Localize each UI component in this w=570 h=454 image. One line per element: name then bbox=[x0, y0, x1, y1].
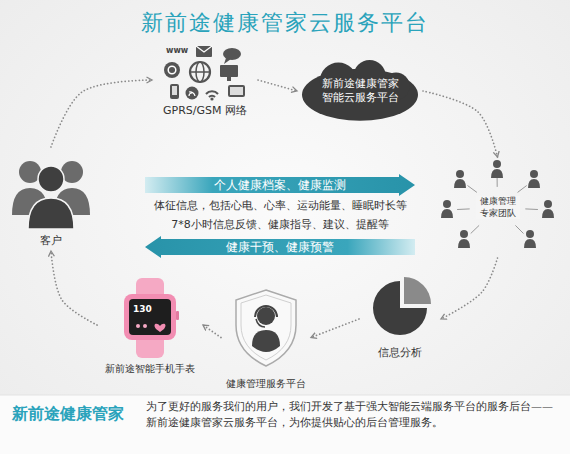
flow-connector bbox=[258, 80, 297, 91]
watch-device bbox=[143, 324, 147, 328]
flow-note: 7*8小时信息反馈、健康指导、建议、提醒等 bbox=[145, 218, 415, 232]
network-icons bbox=[190, 71, 210, 73]
network-icons bbox=[186, 87, 199, 100]
expert-figures bbox=[441, 160, 554, 248]
watch-device bbox=[155, 324, 166, 332]
expert-figures bbox=[454, 179, 466, 188]
flow-connector bbox=[441, 258, 498, 319]
flow-connector bbox=[203, 325, 221, 338]
expert-figures bbox=[458, 239, 470, 248]
node-label: 个人健康档案、健康监测 bbox=[214, 178, 346, 193]
node-label: 健康管理服务平台 bbox=[226, 378, 306, 391]
network-icons bbox=[190, 62, 210, 82]
watch-device bbox=[124, 278, 179, 358]
expert-network bbox=[515, 225, 523, 233]
cloud-shape bbox=[302, 60, 418, 121]
pie-chart bbox=[373, 277, 431, 335]
pie-chart bbox=[404, 277, 431, 304]
network-icons bbox=[210, 97, 213, 100]
node-label: GPRS/GSM 网络 bbox=[163, 104, 247, 118]
expert-figures bbox=[443, 200, 451, 208]
shield-icon bbox=[256, 319, 265, 327]
network-icons bbox=[228, 85, 245, 97]
network-icons bbox=[196, 46, 212, 57]
network-icons bbox=[223, 48, 241, 60]
flow-connector bbox=[51, 80, 152, 147]
expert-figures bbox=[544, 200, 552, 208]
network-icons bbox=[224, 58, 231, 64]
customer-figure bbox=[38, 166, 64, 192]
expert-figures bbox=[493, 160, 501, 168]
cloud-node: 新前途健康管家 智能云服务平台 bbox=[300, 60, 420, 122]
shield-icon bbox=[241, 295, 291, 360]
watch-device bbox=[176, 311, 179, 320]
network-icons bbox=[230, 87, 243, 95]
flow-connector bbox=[51, 251, 97, 325]
watch-device bbox=[129, 299, 171, 335]
expert-figures bbox=[441, 209, 453, 218]
expert-figures bbox=[530, 170, 538, 178]
expert-figures bbox=[524, 239, 536, 248]
expert-network bbox=[497, 178, 498, 187]
network-icons bbox=[168, 66, 176, 74]
expert-network bbox=[471, 225, 479, 233]
flow-band: 个人健康档案、健康监测 bbox=[145, 174, 415, 196]
footer-rule bbox=[0, 395, 570, 396]
customer-figure bbox=[28, 198, 74, 229]
icon-text: www bbox=[166, 46, 188, 56]
network-icons bbox=[227, 77, 231, 81]
arrow-band bbox=[145, 174, 415, 196]
expert-network bbox=[518, 186, 527, 193]
node-label: 信息分析 bbox=[378, 346, 422, 360]
diagram-title: 新前途健康管家云服务平台 bbox=[0, 8, 570, 38]
network-icons bbox=[196, 46, 212, 52]
shield-icon bbox=[257, 307, 275, 325]
shield-icon bbox=[236, 290, 296, 366]
expert-figures bbox=[460, 230, 468, 238]
expert-figures bbox=[491, 169, 503, 178]
expert-network bbox=[525, 208, 538, 210]
flow-connector bbox=[423, 91, 498, 157]
shield-icon bbox=[252, 330, 280, 352]
expert-network bbox=[468, 186, 477, 193]
watch-node: 新前途智能手机手表 bbox=[100, 275, 200, 375]
node-label: 健康干预、健康预警 bbox=[226, 240, 334, 255]
node-label: 健康管理 专家团队 bbox=[476, 196, 520, 219]
network-icons bbox=[172, 86, 177, 95]
expert-node: 健康管理 专家团队 bbox=[435, 160, 560, 255]
expert-figures bbox=[456, 170, 464, 178]
expert-figures bbox=[528, 179, 540, 188]
network-icons bbox=[206, 91, 218, 97]
footer-heading: 新前途健康管家 bbox=[12, 404, 124, 424]
expert-figures bbox=[526, 230, 534, 238]
network-icons bbox=[189, 92, 195, 96]
expert-network bbox=[457, 178, 538, 234]
customer-figure bbox=[12, 161, 90, 229]
network-icons bbox=[220, 65, 238, 77]
footer-panel bbox=[0, 395, 570, 454]
node-label: 新前途智能手机手表 bbox=[105, 363, 195, 376]
platform-node: 健康管理服务平台 bbox=[224, 285, 308, 390]
network-icons bbox=[170, 84, 179, 99]
footer-text: 为了更好的服务我们的用户，我们开发了基于强大智能云端服务平台的服务后台——新前途… bbox=[146, 399, 562, 431]
network-icons bbox=[164, 62, 180, 78]
expert-figures bbox=[542, 209, 554, 218]
network-icons bbox=[164, 46, 245, 101]
watch-device bbox=[124, 294, 176, 340]
shield-icon bbox=[236, 290, 296, 366]
expert-network bbox=[457, 208, 470, 210]
watch-readout: 130 bbox=[133, 304, 152, 315]
node-label: 新前途健康管家 智能云服务平台 bbox=[318, 77, 402, 105]
shield-icon bbox=[255, 306, 277, 317]
flow-band: 健康干预、健康预警 bbox=[145, 236, 415, 258]
analysis-node: 信息分析 bbox=[362, 278, 438, 360]
node-label: 客户 bbox=[40, 234, 62, 248]
watch-device bbox=[136, 324, 140, 328]
customer-node: 客户 bbox=[10, 150, 92, 248]
arrow-band bbox=[145, 236, 415, 258]
flow-connector bbox=[311, 319, 359, 338]
flow-note: 体征信息，包括心电、心率、运动能量、睡眠时长等 bbox=[145, 199, 415, 213]
